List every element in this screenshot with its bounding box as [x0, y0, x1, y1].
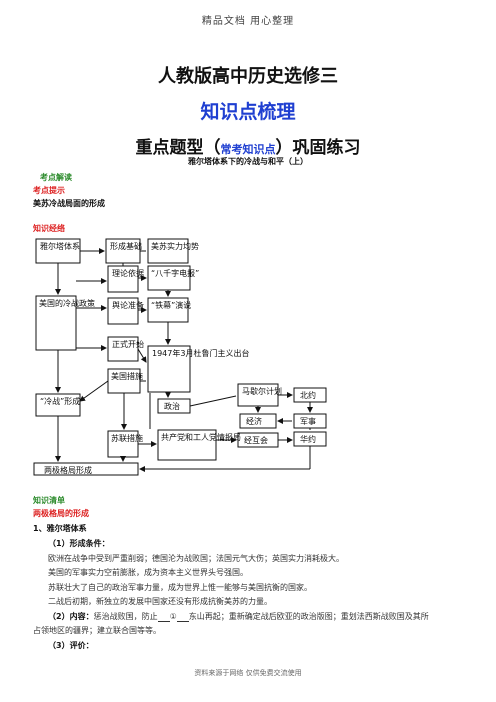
section1-heading: 1、雅尔塔体系: [33, 524, 87, 533]
diagram-junshi: 美苏实力均势: [151, 241, 199, 251]
diagram-xingcheng: 形成基础: [110, 241, 142, 251]
label-zhishi-qingdan: 知识清单: [33, 496, 65, 505]
section1-p1-line-3: 苏联壮大了自己的政治军事力量，成为世界上惟一能够与美国抗衡的国家。: [48, 583, 312, 592]
subtitle-mid: 常考知识点: [220, 143, 276, 156]
knowledge-flow-diagram: 雅尔塔体系 形成基础 美苏实力均势 理论依据 “八千字电报” 美国的冷战政策 舆…: [33, 238, 327, 476]
box-junshi: [147, 238, 189, 264]
box-yulun: [107, 297, 139, 325]
section1-p2-title: （2）内容：: [48, 612, 94, 621]
section1-p2-blank: ①: [169, 612, 177, 621]
diagram-maxieer: 马歇尔计划: [242, 386, 282, 396]
section1-p2-line2: 占领地区的疆界；建立联合国等等。: [33, 626, 161, 635]
box-baqian: [147, 265, 191, 291]
section1-p3-title: （3）评价：: [48, 641, 94, 650]
diagram-lilun: 理论依据: [112, 268, 144, 278]
section1-p1-line-1: 欧洲在战争中受到严重削弱；德国沦为战败国；法国元气大伤；英国实力消耗极大。: [48, 554, 344, 563]
section1-p2: （2）内容：惩治战败国，防止 ① 东山再起；重新确定战后欧亚的政治版图；重划法西斯战…: [48, 611, 468, 622]
label-kaodian-tishi: 考点提示: [33, 186, 65, 195]
label-kaodian-jiedu: 考点解读: [40, 173, 72, 182]
label-zhishi-jingluo: 知识经络: [33, 224, 65, 233]
box-meiguo-lengzhan: [35, 295, 77, 351]
diagram-sulian-cuoshi: 苏联措施: [111, 433, 143, 443]
subtitle-left: 重点题型（: [135, 138, 221, 158]
section1-p1-line-2: 美国的军事实力空前膨胀，成为资本主义世界头号强国。: [48, 568, 248, 577]
diagram-baqian: “八千字电报”: [151, 268, 199, 278]
diagram-yalta: 雅尔塔体系: [40, 241, 80, 251]
box-gongchandang: [157, 429, 217, 461]
diagram-zhengshi: 正式开始: [112, 339, 144, 349]
diagram-meiguo-cuoshi: 美国措施: [111, 371, 143, 381]
section1-p1-title: （1）形成条件：: [48, 539, 110, 548]
diagram-jinghuihui: 经互会: [244, 435, 268, 445]
diagram-huayue: 华约: [300, 434, 316, 444]
subtitle-right: ）巩固练习: [275, 138, 361, 158]
diagram-junshi2: 军事: [300, 416, 316, 426]
page-footer: 资料来源于网络 仅供免费交流使用: [194, 669, 302, 677]
section-title-blue: 知识点梳理: [200, 101, 296, 123]
section1-p1-line-4: 二战后初期，新独立的发展中国家还没有形成抗衡美苏的力量。: [48, 597, 272, 606]
section1-p2-after: 东山再起；重新确定战后欧亚的政治版图；重划法西斯战败国及其所: [188, 612, 429, 621]
diagram-meiguo-lengzhan: 美国的冷战政策: [39, 298, 95, 308]
label-liangji: 两极格局的形成: [33, 509, 89, 518]
diagram-lengzhan-xingcheng: “冷战”形成: [40, 396, 80, 406]
topic-title: 雅尔塔体系下的冷战与和平（上）: [188, 157, 308, 166]
subtitle: 重点题型（常考知识点）巩固练习: [0, 133, 496, 158]
diagram-liangji-xingcheng: 两极格局形成: [44, 465, 92, 475]
box-liangji-xingcheng: [33, 462, 139, 476]
diagram-zhengzhi: 政治: [164, 401, 180, 411]
page-header: 精品文档 用心整理: [201, 16, 295, 27]
document-title: 人教版高中历史选修三: [158, 66, 338, 87]
section1-p2-before: 惩治战败国，防止: [93, 612, 158, 621]
diagram-dumen: 1947年3月杜鲁门主义出台: [152, 348, 249, 358]
box-jingji: [239, 413, 277, 429]
diagram-jingji: 经济: [246, 416, 262, 426]
tishi-text: 美苏冷战局面的形成: [33, 199, 105, 208]
diagram-gongchandang: 共产党和工人党情报局: [161, 432, 241, 442]
diagram-tiemu: “铁幕”演说: [151, 300, 191, 310]
diagram-beiyue: 北约: [300, 390, 316, 400]
diagram-yulun: 舆论准备: [112, 300, 144, 310]
